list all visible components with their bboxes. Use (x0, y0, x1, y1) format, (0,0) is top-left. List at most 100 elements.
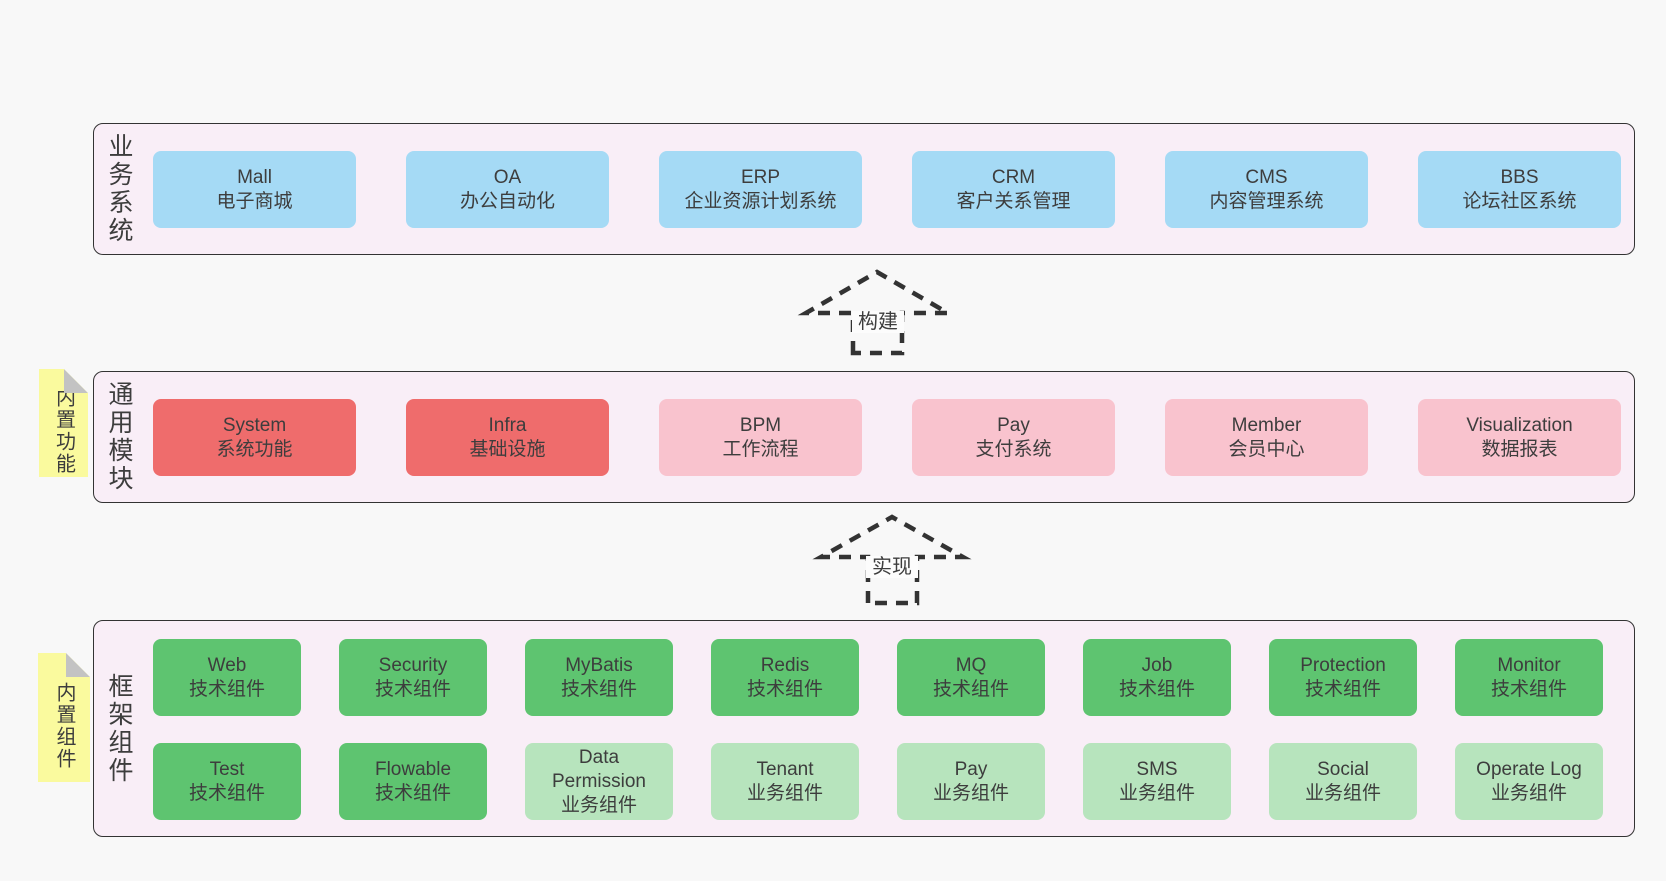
box-subtitle: 技术组件 (374, 678, 451, 700)
sticky-label: 内置组件 (53, 681, 75, 770)
box-subtitle: 业务组件 (1118, 782, 1195, 804)
folded-corner-icon (66, 653, 90, 677)
box-title: Mall (237, 166, 272, 188)
box-subtitle: 技术组件 (746, 678, 823, 700)
box-subtitle: 支付系统 (975, 438, 1052, 460)
layer-side-label: 框架组件 (105, 672, 133, 785)
box-title: SMS (1136, 758, 1178, 780)
box-title: Infra (488, 414, 527, 436)
sticky-note-builtin-features: 内置功能 (39, 369, 88, 477)
box-title: Tenant (756, 758, 814, 780)
box-subtitle: 技术组件 (1490, 678, 1567, 700)
box-subtitle: 论坛社区系统 (1462, 190, 1577, 212)
box-subtitle: 会员中心 (1228, 438, 1305, 460)
layer-side-label: 通用模块 (105, 381, 133, 493)
box-subtitle: 业务组件 (932, 782, 1009, 804)
folded-corner-icon (64, 369, 88, 393)
box-subtitle: 客户关系管理 (956, 190, 1071, 212)
box-subtitle: 办公自动化 (459, 190, 555, 212)
box-title: Flowable (374, 758, 452, 780)
box-subtitle: 技术组件 (1304, 678, 1381, 700)
box-title: Test (209, 758, 245, 780)
up-arrow-dashed-implement (812, 514, 972, 606)
block-arrow-outline (812, 514, 972, 606)
box-title: Operate Log (1476, 758, 1582, 780)
box-subtitle: 业务组件 (560, 794, 637, 816)
box-subtitle: 企业资源计划系统 (684, 190, 837, 212)
box-title: MyBatis (565, 654, 633, 676)
box-subtitle: 业务组件 (1490, 782, 1567, 804)
box-subtitle: 电子商城 (216, 190, 293, 212)
box-title: Protection (1300, 654, 1386, 676)
box-title: OA (493, 166, 522, 188)
box-title: BBS (1500, 166, 1539, 188)
box-title: Redis (760, 654, 810, 676)
box-subtitle: 技术组件 (560, 678, 637, 700)
box-title: Visualization (1466, 414, 1573, 436)
box-title: System (222, 414, 287, 436)
box-subtitle: 技术组件 (932, 678, 1009, 700)
layer-side-label: 业务系统 (105, 133, 133, 245)
box-subtitle: 业务组件 (1304, 782, 1381, 804)
box-subtitle: 工作流程 (722, 438, 799, 460)
box-title: ERP (740, 166, 781, 188)
box-title: CRM (991, 166, 1036, 188)
sticky-note-builtin-components: 内置组件 (38, 653, 90, 782)
box-title: Social (1317, 758, 1369, 780)
up-arrow-dashed-build (797, 269, 957, 356)
build-arrow-label: 构建 (852, 311, 904, 333)
box-title: Web (207, 654, 247, 676)
box-subtitle: 业务组件 (746, 782, 823, 804)
box-subtitle: 技术组件 (374, 782, 451, 804)
box-subtitle: 系统功能 (216, 438, 293, 460)
block-arrow-outline (797, 269, 957, 356)
box-title: MQ (955, 654, 987, 676)
box-title: Job (1141, 654, 1173, 676)
box-title: CMS (1245, 166, 1288, 188)
box-subtitle: 技术组件 (1118, 678, 1195, 700)
box-subtitle: 基础设施 (469, 438, 546, 460)
box-title: Data Permission (552, 746, 646, 792)
box-title: BPM (739, 414, 782, 436)
box-title: Monitor (1497, 654, 1561, 676)
sticky-label: 内置功能 (52, 387, 75, 475)
box-title: Member (1231, 414, 1302, 436)
box-title: Pay (954, 758, 988, 780)
box-subtitle: 内容管理系统 (1209, 190, 1324, 212)
box-title: Security (378, 654, 448, 676)
box-subtitle: 数据报表 (1481, 438, 1558, 460)
